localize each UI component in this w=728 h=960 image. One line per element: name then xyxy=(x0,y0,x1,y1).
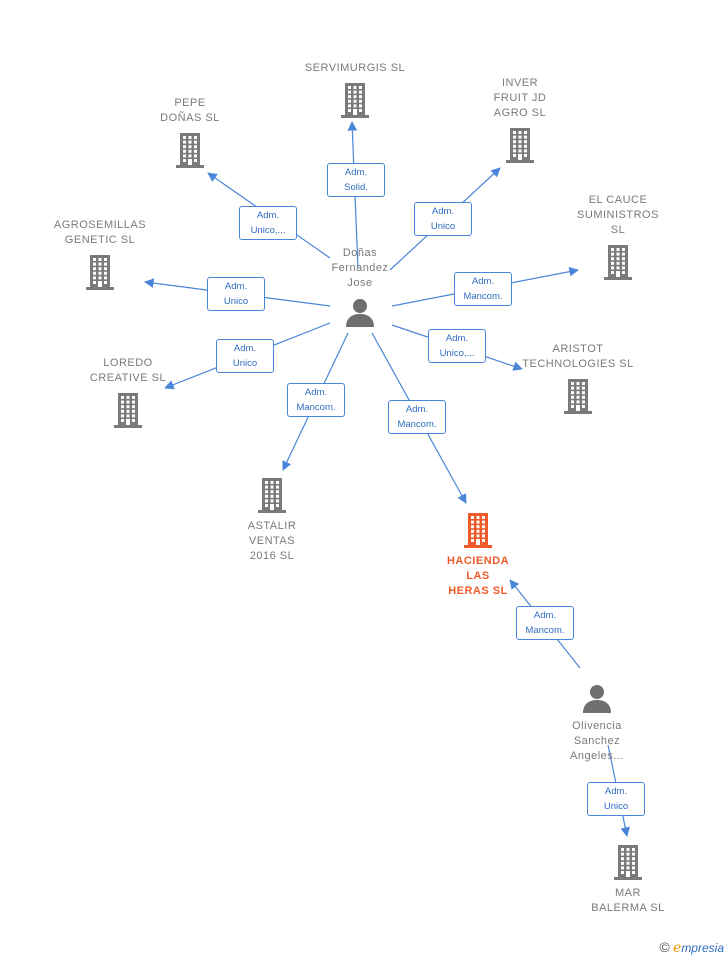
person-icon xyxy=(542,683,652,713)
person-node-olivencia[interactable]: Olivencia Sanchez Angeles... xyxy=(542,683,652,764)
node-label: Olivencia Sanchez Angeles... xyxy=(570,720,624,762)
building-icon xyxy=(222,477,322,513)
node-label: AGROSEMILLAS GENETIC SL xyxy=(53,219,147,246)
company-node-pepe[interactable]: PEPE DOÑAS SL xyxy=(140,96,240,168)
company-node-loredo[interactable]: LOREDO CREATIVE SL xyxy=(73,356,183,428)
node-label: EL CAUCE SUMINISTROS SL xyxy=(577,194,659,236)
company-node-agrosemillas[interactable]: AGROSEMILLAS GENETIC SL xyxy=(40,218,160,290)
relation-label-servimurgis[interactable]: Adm. Solid. xyxy=(327,163,385,197)
node-label: INVER FRUIT JD AGRO SL xyxy=(493,77,547,119)
relation-label-hacienda[interactable]: Adm. Mancom. xyxy=(388,400,446,434)
company-node-aristot[interactable]: ARISTOT TECHNOLOGIES SL xyxy=(513,342,643,414)
relation-label-astalir[interactable]: Adm. Mancom. xyxy=(287,383,345,417)
building-icon xyxy=(40,254,160,290)
node-label: LOREDO CREATIVE SL xyxy=(89,357,167,384)
person-node-donas[interactable]: Doñas Fernandez Jose xyxy=(310,246,410,327)
building-icon xyxy=(558,244,678,280)
company-node-astalir[interactable]: ASTALIR VENTAS 2016 SL xyxy=(222,477,322,564)
node-label: HACIENDA LAS HERAS SL xyxy=(446,555,510,597)
brand-name: mpresia xyxy=(681,941,724,955)
copyright-symbol: © xyxy=(659,939,670,955)
company-node-hacienda[interactable]: HACIENDA LAS HERAS SL xyxy=(428,512,528,599)
empresia-logo[interactable]: © empresia xyxy=(659,939,724,956)
relation-label-loredo[interactable]: Adm. Unico xyxy=(216,339,274,373)
node-label: SERVIMURGIS SL xyxy=(304,62,406,74)
relation-label-inver[interactable]: Adm. Unico xyxy=(414,202,472,236)
person-icon xyxy=(310,297,410,327)
node-label: Doñas Fernandez Jose xyxy=(331,247,389,289)
relation-label-aristot[interactable]: Adm. Unico,... xyxy=(428,329,486,363)
building-icon xyxy=(578,844,678,880)
relation-label-mar[interactable]: Adm. Unico xyxy=(587,782,645,816)
relation-label-agrosemillas[interactable]: Adm. Unico xyxy=(207,277,265,311)
building-icon xyxy=(428,512,528,548)
relation-label-pepe[interactable]: Adm. Unico,... xyxy=(239,206,297,240)
node-label: ASTALIR VENTAS 2016 SL xyxy=(247,520,297,562)
node-label: PEPE DOÑAS SL xyxy=(160,97,220,124)
building-icon xyxy=(513,378,643,414)
company-node-servimurgis[interactable]: SERVIMURGIS SL xyxy=(295,61,415,118)
node-label: MAR BALERMA SL xyxy=(591,887,665,914)
brand-initial: e xyxy=(673,940,682,956)
building-icon xyxy=(73,392,183,428)
relation-label-hacienda[interactable]: Adm. Mancom. xyxy=(516,606,574,640)
company-node-inver[interactable]: INVER FRUIT JD AGRO SL xyxy=(470,76,570,163)
building-icon xyxy=(470,127,570,163)
building-icon xyxy=(295,82,415,118)
company-node-mar[interactable]: MAR BALERMA SL xyxy=(578,844,678,916)
relation-label-elcauce[interactable]: Adm. Mancom. xyxy=(454,272,512,306)
node-label: ARISTOT TECHNOLOGIES SL xyxy=(522,343,634,370)
company-node-elcauce[interactable]: EL CAUCE SUMINISTROS SL xyxy=(558,193,678,280)
building-icon xyxy=(140,132,240,168)
